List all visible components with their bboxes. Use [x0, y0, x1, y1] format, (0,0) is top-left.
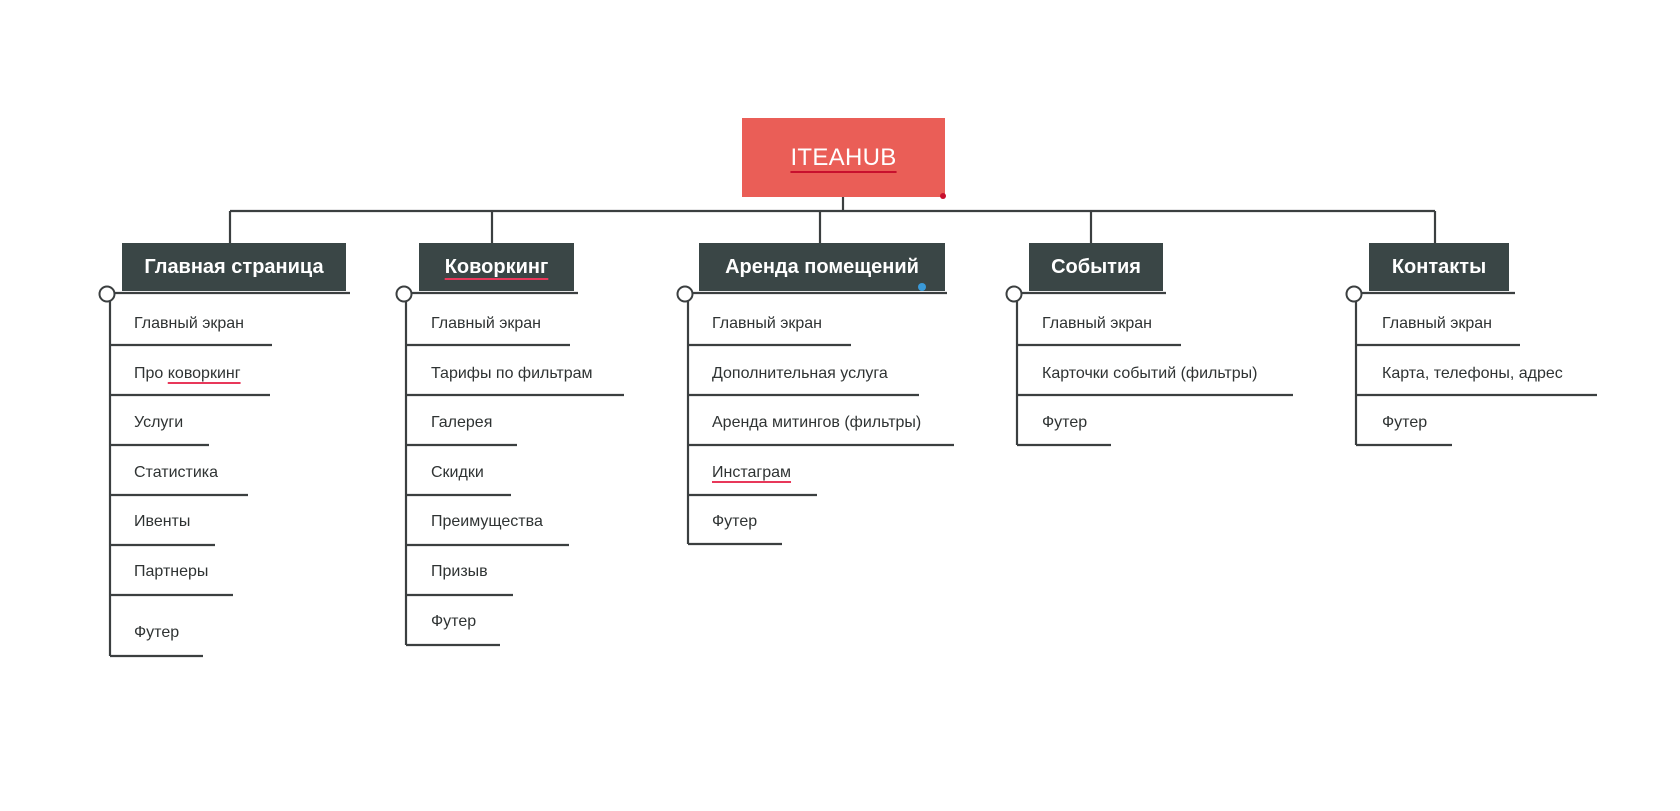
- list-item[interactable]: Главный экран: [712, 314, 822, 334]
- list-item[interactable]: Скидки: [431, 463, 484, 483]
- item-label: Призыв: [431, 563, 488, 580]
- root-resize-handle[interactable]: [940, 193, 946, 199]
- list-item[interactable]: Карточки событий (фильтры): [1042, 364, 1257, 384]
- list-item[interactable]: Инстаграм: [712, 463, 791, 483]
- item-label: Дополнительная услуга: [712, 365, 888, 382]
- category-label: Аренда помещений: [725, 255, 919, 278]
- list-item[interactable]: Партнеры: [134, 562, 208, 582]
- item-label: Футер: [431, 613, 477, 630]
- item-label: Главный экран: [712, 315, 823, 332]
- selection-handle[interactable]: [918, 283, 926, 291]
- item-label: Футер: [1382, 414, 1428, 431]
- list-item[interactable]: Про коворкинг: [134, 364, 241, 384]
- list-item[interactable]: Футер: [134, 623, 179, 643]
- item-label: Ивенты: [134, 513, 191, 530]
- list-item[interactable]: Услуги: [134, 413, 183, 433]
- category-coworking[interactable]: Коворкинг: [419, 243, 574, 291]
- list-item[interactable]: Футер: [1382, 413, 1427, 433]
- category-label: Контакты: [1391, 255, 1487, 278]
- list-item[interactable]: Футер: [431, 612, 476, 632]
- collapse-toggle-2: [395, 285, 413, 303]
- category-events[interactable]: События: [1029, 243, 1163, 291]
- item-label: Галерея: [431, 414, 493, 431]
- item-label: Партнеры: [134, 563, 209, 580]
- item-label: Футер: [134, 624, 180, 641]
- list-item[interactable]: Футер: [712, 512, 757, 532]
- collapse-toggle-1: [98, 285, 116, 303]
- list-item[interactable]: Статистика: [134, 463, 218, 483]
- list-item[interactable]: Дополнительная услуга: [712, 364, 888, 384]
- category-room-rental[interactable]: Аренда помещений: [699, 243, 945, 291]
- list-item[interactable]: Ивенты: [134, 512, 190, 532]
- collapse-toggle-5: [1345, 285, 1363, 303]
- list-item[interactable]: Футер: [1042, 413, 1087, 433]
- list-item[interactable]: Карта, телефоны, адрес: [1382, 364, 1563, 384]
- collapse-toggle-3: [676, 285, 694, 303]
- list-item[interactable]: Преимущества: [431, 512, 543, 532]
- root-label: ITEAHUB: [790, 143, 897, 171]
- item-label: Аренда митингов (фильтры): [712, 414, 922, 431]
- item-label: Услуги: [134, 414, 184, 431]
- item-label: Преимущества: [431, 513, 543, 530]
- collapse-toggle-4: [1005, 285, 1023, 303]
- spellcheck-word: коворкинг: [167, 365, 241, 382]
- item-label: Карта, телефоны, адрес: [1382, 365, 1563, 382]
- list-item[interactable]: Аренда митингов (фильтры): [712, 413, 921, 433]
- category-label: Главная страница: [144, 255, 324, 278]
- category-main-page[interactable]: Главная страница: [122, 243, 346, 291]
- item-label: Футер: [712, 513, 758, 530]
- list-item[interactable]: Галерея: [431, 413, 492, 433]
- category-label: Коворкинг: [444, 255, 549, 278]
- item-label: Тарифы по фильтрам: [431, 365, 593, 382]
- item-label: Про коворкинг: [134, 365, 241, 382]
- item-label: Скидки: [431, 464, 484, 481]
- category-label: События: [1051, 255, 1141, 278]
- list-item[interactable]: Главный экран: [1042, 314, 1152, 334]
- list-item[interactable]: Тарифы по фильтрам: [431, 364, 593, 384]
- item-label: Главный экран: [431, 315, 542, 332]
- item-label: Главный экран: [134, 315, 245, 332]
- list-item[interactable]: Главный экран: [134, 314, 244, 334]
- item-label: Главный экран: [1382, 315, 1493, 332]
- item-label: Карточки событий (фильтры): [1042, 365, 1258, 382]
- list-item[interactable]: Призыв: [431, 562, 488, 582]
- item-label: Инстаграм: [712, 464, 792, 481]
- item-label: Футер: [1042, 414, 1088, 431]
- list-item[interactable]: Главный экран: [431, 314, 541, 334]
- category-contacts[interactable]: Контакты: [1369, 243, 1509, 291]
- root-node[interactable]: ITEAHUB: [742, 118, 945, 197]
- item-label: Главный экран: [1042, 315, 1153, 332]
- list-item[interactable]: Главный экран: [1382, 314, 1492, 334]
- item-label: Статистика: [134, 464, 219, 481]
